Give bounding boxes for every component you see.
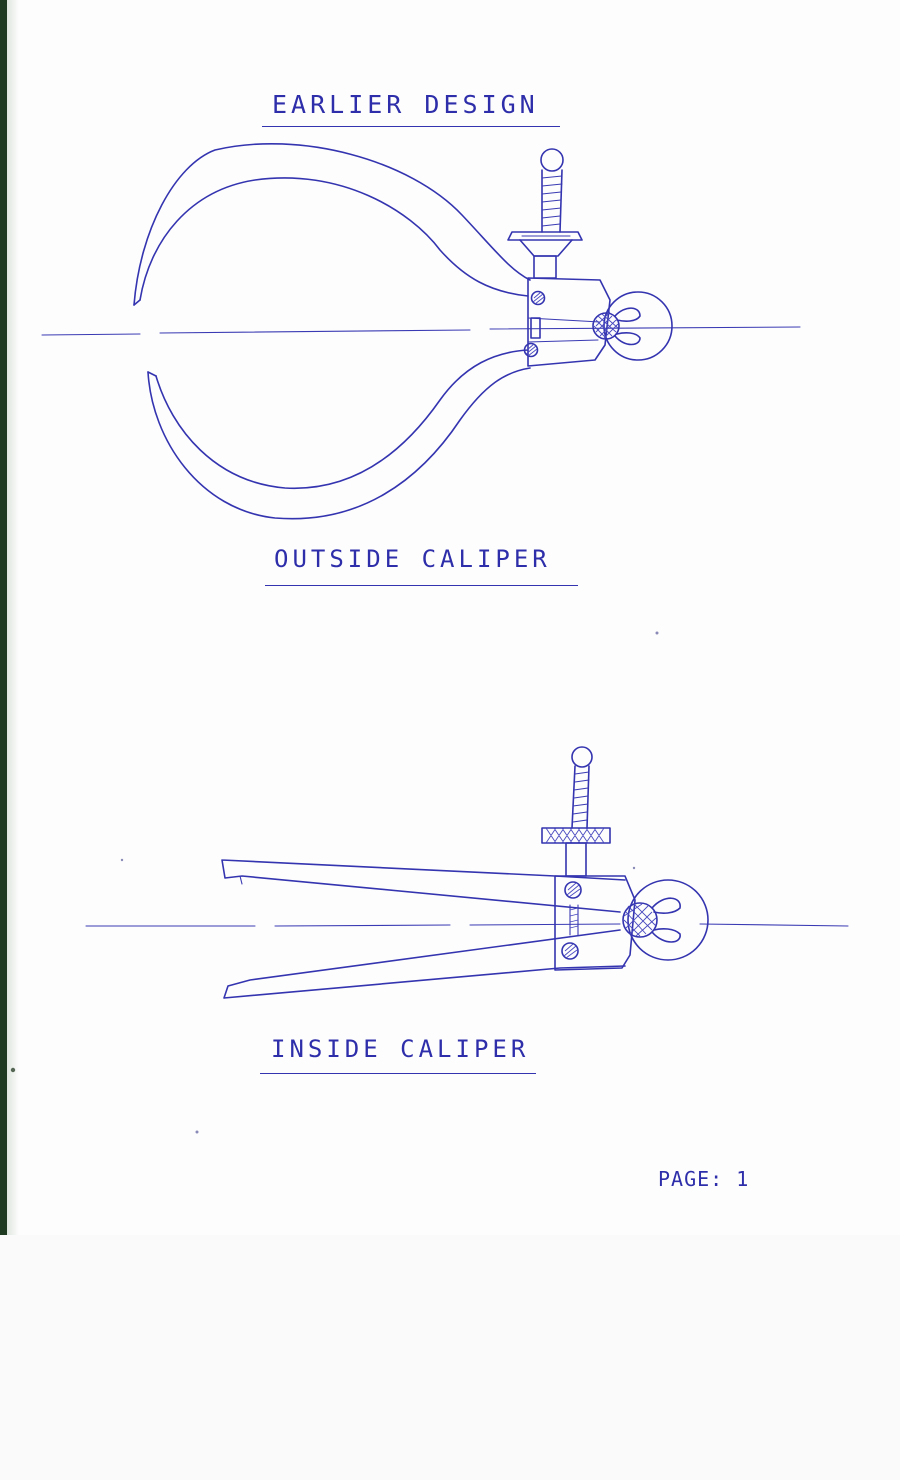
scan-edge-shadow: [7, 0, 19, 1480]
caption-outside-underline: [265, 585, 578, 586]
outside-caliper-lower-leg-outer: [147, 367, 531, 520]
outside-caliper-center-screw: [530, 317, 541, 339]
outside-caliper-centerline: [41, 326, 801, 336]
page-lower-margin: [0, 1235, 900, 1480]
paper-specks: [10, 631, 659, 1134]
outside-caliper-upper-leg-inner: [139, 177, 529, 301]
inside-caliper-drawing: [85, 746, 849, 999]
caption-outside-caliper: OUTSIDE CALIPER: [274, 545, 551, 573]
inside-caliper-rivet-upper: [564, 881, 582, 899]
outside-caliper-adjusting-screw: [507, 148, 583, 279]
inside-caliper-centerline: [85, 923, 849, 927]
inside-caliper-adjusting-screw: [541, 746, 611, 877]
caption-inside-caliper: INSIDE CALIPER: [271, 1035, 530, 1063]
page-number: PAGE: 1: [658, 1167, 750, 1191]
inside-caliper-hinge-plate: [554, 875, 636, 971]
inside-caliper-upper-leg: [221, 859, 626, 913]
outside-caliper-hinge-plate: [527, 277, 611, 367]
outside-caliper-spring: [592, 291, 673, 361]
heading-earlier-design: EARLIER DESIGN: [272, 90, 539, 119]
outside-caliper-lower-leg-inner: [155, 349, 529, 489]
scan-edge-strip: [0, 0, 7, 1480]
outside-caliper-rivet-lower: [523, 342, 539, 358]
outside-caliper-rivet-upper: [530, 290, 546, 306]
inside-caliper-lower-leg: [223, 929, 626, 999]
outside-caliper-drawing: [41, 143, 801, 520]
heading-underline: [262, 126, 560, 127]
caption-inside-underline: [260, 1073, 536, 1074]
outside-caliper-upper-leg-outer: [133, 143, 531, 306]
inside-caliper-rivet-lower: [561, 942, 579, 960]
inside-caliper-spring: [622, 879, 709, 961]
